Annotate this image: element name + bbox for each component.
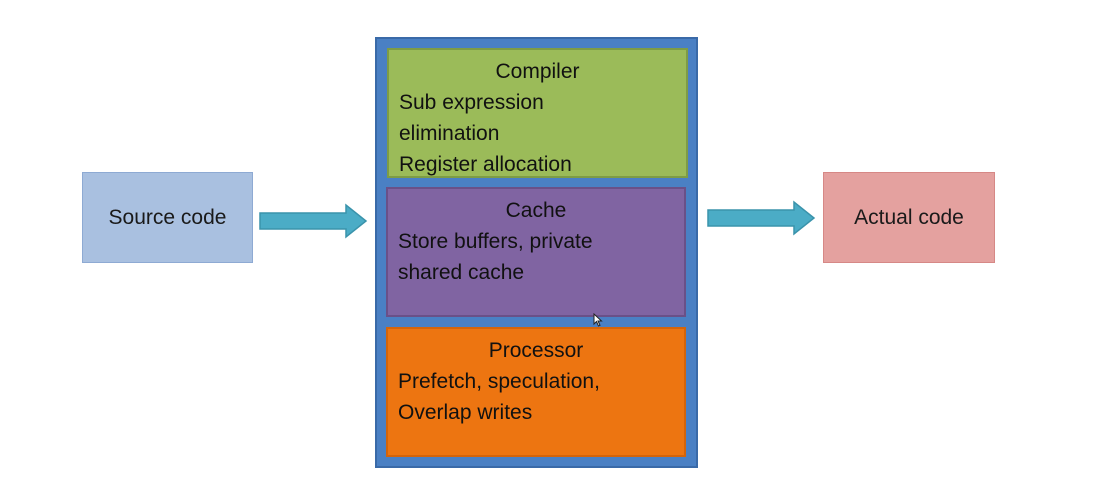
compiler-block: Compiler Sub expression elimination Regi… — [387, 48, 688, 178]
processor-line: Prefetch, speculation, — [398, 370, 600, 393]
cache-line: shared cache — [398, 261, 525, 284]
cache-block: Cache Store buffers, private shared cach… — [386, 187, 686, 317]
source-code-label: Source code — [108, 205, 227, 229]
compiler-line: Sub expression — [399, 91, 544, 114]
mouse-cursor-icon — [593, 313, 603, 327]
arrow-right-icon — [259, 203, 368, 239]
compiler-line: Register allocation — [399, 153, 572, 176]
processor-block: Processor Prefetch, speculation, Overlap… — [386, 327, 686, 457]
cache-title: Cache — [505, 199, 567, 222]
arrow-right-icon — [707, 200, 816, 236]
actual-code-box: Actual code — [823, 172, 995, 263]
processor-title: Processor — [488, 339, 584, 362]
cache-line: Store buffers, private — [398, 230, 593, 253]
source-code-box: Source code — [82, 172, 253, 263]
compiler-title: Compiler — [495, 60, 580, 83]
processor-line: Overlap writes — [398, 401, 533, 424]
actual-code-label: Actual code — [854, 205, 964, 229]
compiler-line: elimination — [399, 122, 500, 145]
